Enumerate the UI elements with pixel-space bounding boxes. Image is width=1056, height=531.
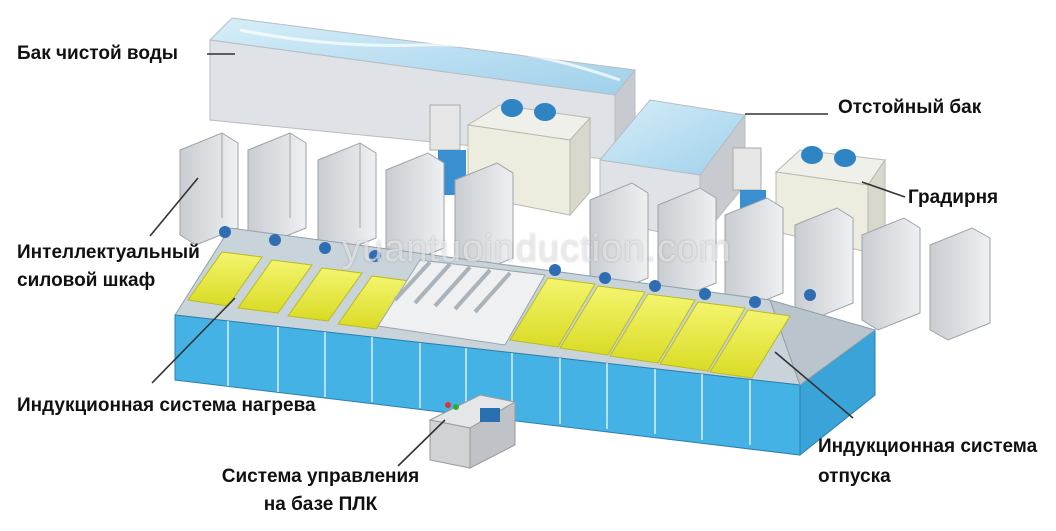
leader-lines [149,53,906,467]
watermark: yuantuoinduction.com [342,228,732,270]
label-tempering-line1: Индукционная система [818,436,1038,457]
roller-section [377,259,546,346]
plc-control-station [428,394,517,469]
label-cooling-tower: Градирня [908,187,999,208]
label-power-cabinet-line2: силовой шкаф [17,270,156,291]
production-line [174,226,877,457]
label-power-cabinet-line1: Интеллектуальный [17,242,200,263]
label-heating-system: Индукционная система нагрева [17,395,316,416]
label-clean-water-tank: Бак чистой воды [17,43,178,64]
label-plc-line2: на базе ПЛК [263,494,378,515]
label-plc-line1: Система управления [221,466,420,487]
label-tempering-line2: отпуска [818,466,891,487]
power-cabinet-row [179,132,991,341]
label-settling-tank: Отстойный бак [838,97,982,118]
